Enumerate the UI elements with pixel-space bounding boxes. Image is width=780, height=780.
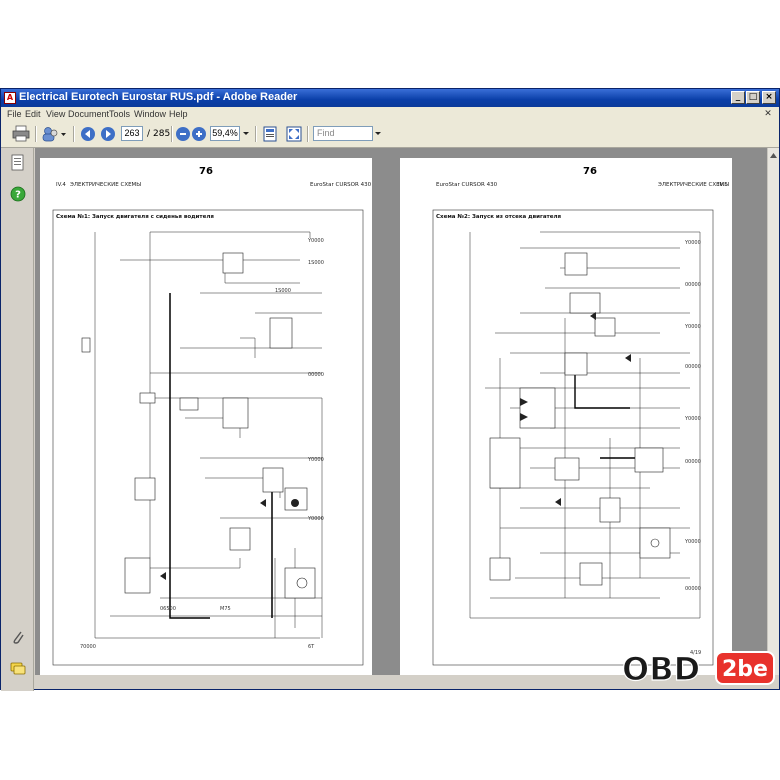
toolbar: 263 / 285 59,4% Find bbox=[1, 121, 779, 148]
fit-page-icon[interactable] bbox=[261, 125, 279, 143]
left-page: 76 IV.4 ЭЛЕКТРИЧЕСКИЕ СХЕМЫ EuroStar CUR… bbox=[40, 158, 372, 675]
svg-text:70000: 70000 bbox=[80, 644, 96, 650]
horizontal-scrollbar[interactable] bbox=[35, 675, 767, 689]
navigation-panel: ? bbox=[1, 148, 34, 691]
svg-text:Y0000: Y0000 bbox=[684, 539, 701, 545]
logo-text-left: OBD bbox=[622, 650, 700, 688]
close-button[interactable]: × bbox=[762, 91, 776, 104]
obd2be-logo: OBD 2be bbox=[620, 646, 780, 690]
window-title: Electrical Eurotech Eurostar RUS.pdf - A… bbox=[19, 91, 298, 103]
svg-text:6T: 6T bbox=[308, 644, 315, 650]
menu-tools[interactable]: Tools bbox=[109, 109, 131, 119]
svg-text:Y0000: Y0000 bbox=[684, 416, 701, 422]
right-section-title: ЭЛЕКТРИЧЕСКИЕ СХЕМЫ bbox=[658, 182, 729, 188]
svg-text:Y0000: Y0000 bbox=[307, 238, 324, 244]
zoom-level-field[interactable]: 59,4% bbox=[210, 126, 240, 141]
zoom-dropdown-icon[interactable] bbox=[241, 126, 251, 141]
svg-text:Y0000: Y0000 bbox=[307, 457, 324, 463]
svg-text:4/19: 4/19 bbox=[690, 650, 701, 656]
svg-text:00000: 00000 bbox=[685, 586, 701, 592]
pages-panel-icon[interactable] bbox=[10, 154, 26, 176]
svg-text:06500: 06500 bbox=[160, 606, 176, 612]
right-page: 76 EuroStar CURSOR 430 ЭЛЕКТРИЧЕСКИЕ СХЕ… bbox=[400, 158, 732, 675]
find-input[interactable]: Find bbox=[313, 126, 373, 141]
svg-text:M75: M75 bbox=[220, 606, 231, 612]
previous-page-button[interactable] bbox=[81, 127, 95, 141]
attachments-icon[interactable] bbox=[10, 628, 26, 650]
menu-window[interactable]: Window bbox=[134, 109, 167, 119]
right-model: EuroStar CURSOR 430 bbox=[436, 182, 498, 188]
vertical-scrollbar[interactable] bbox=[767, 148, 779, 675]
menu-help[interactable]: Help bbox=[169, 109, 188, 119]
help-icon[interactable]: ? bbox=[10, 186, 26, 206]
next-page-button[interactable] bbox=[101, 127, 115, 141]
zoom-out-button[interactable] bbox=[176, 127, 190, 141]
full-screen-icon[interactable] bbox=[285, 125, 303, 143]
left-caption: Схема №1: Запуск двигателя с сиденья вод… bbox=[56, 213, 214, 220]
total-pages: 285 bbox=[153, 129, 171, 139]
zoom-in-button[interactable] bbox=[192, 127, 206, 141]
right-page-number: 76 bbox=[583, 166, 597, 177]
close-document-icon[interactable]: ✕ bbox=[764, 108, 772, 118]
svg-text:1S000: 1S000 bbox=[275, 288, 291, 294]
left-model: EuroStar CURSOR 430 bbox=[310, 182, 372, 188]
right-caption: Схема №2: Запуск из отсека двигателя bbox=[436, 213, 561, 220]
menu-file[interactable]: File bbox=[7, 109, 22, 119]
reader-window: A Electrical Eurotech Eurostar RUS.pdf -… bbox=[0, 88, 780, 691]
print-icon[interactable] bbox=[11, 125, 31, 143]
maximize-button[interactable]: □ bbox=[746, 91, 760, 104]
menu-bar: File Edit View Document Tools Window Hel… bbox=[1, 107, 779, 121]
svg-text:00000: 00000 bbox=[685, 364, 701, 370]
menu-document[interactable]: Document bbox=[68, 109, 110, 119]
schematic-frame-2 bbox=[432, 209, 714, 666]
svg-text:Y0000: Y0000 bbox=[684, 324, 701, 330]
svg-text:00000: 00000 bbox=[308, 372, 324, 378]
svg-text:00000: 00000 bbox=[685, 459, 701, 465]
document-viewport[interactable]: 76 IV.4 ЭЛЕКТРИЧЕСКИЕ СХЕМЫ EuroStar CUR… bbox=[35, 148, 767, 675]
page-number-input[interactable]: 263 bbox=[121, 126, 143, 141]
svg-text:00000: 00000 bbox=[685, 282, 701, 288]
menu-edit[interactable]: Edit bbox=[25, 109, 41, 119]
schematic-frame bbox=[52, 209, 364, 666]
menu-view[interactable]: View bbox=[46, 109, 66, 119]
page-separator: / bbox=[147, 129, 151, 139]
collaborate-icon[interactable] bbox=[41, 125, 67, 143]
comments-icon[interactable] bbox=[10, 660, 26, 680]
scroll-up-icon[interactable] bbox=[768, 150, 779, 162]
left-section-title: ЭЛЕКТРИЧЕСКИЕ СХЕМЫ bbox=[70, 182, 141, 188]
adobe-reader-icon: A bbox=[4, 92, 16, 104]
find-dropdown-icon[interactable] bbox=[373, 126, 383, 141]
right-section: IV.5 bbox=[718, 182, 728, 188]
svg-text:?: ? bbox=[15, 190, 21, 201]
left-section: IV.4 bbox=[56, 182, 66, 188]
svg-text:1S000: 1S000 bbox=[308, 260, 324, 266]
svg-text:Y0000: Y0000 bbox=[307, 516, 324, 522]
left-page-number: 76 bbox=[199, 166, 213, 177]
logo-text-right: 2be bbox=[722, 657, 768, 682]
svg-text:Y0000: Y0000 bbox=[684, 240, 701, 246]
minimize-button[interactable]: _ bbox=[731, 91, 745, 104]
title-bar[interactable]: A Electrical Eurotech Eurostar RUS.pdf -… bbox=[1, 89, 779, 107]
